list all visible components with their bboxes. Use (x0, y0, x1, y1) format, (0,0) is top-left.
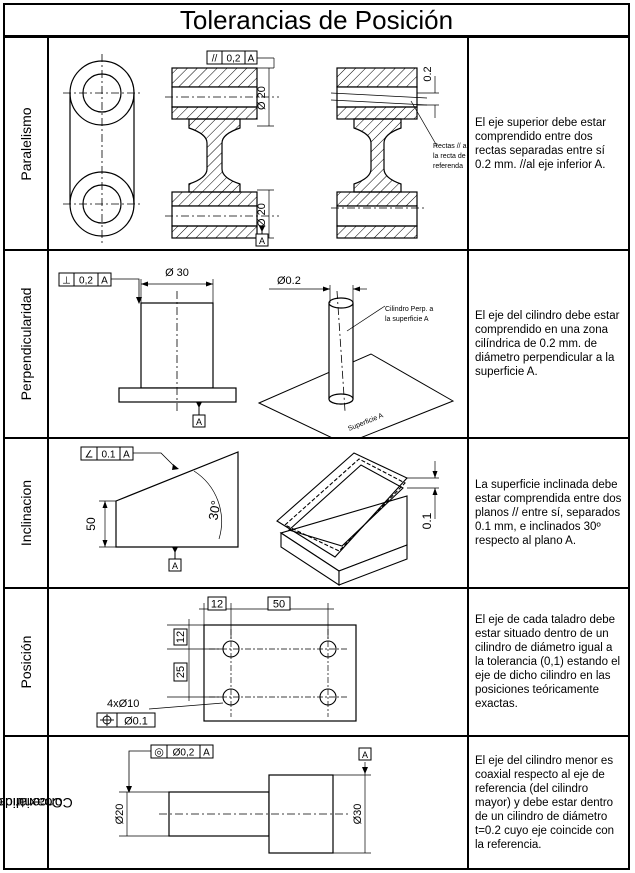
tolerance-frame (80, 446, 134, 461)
drawing-paralelismo: // 0,2 A Ø 20 Ø 20 A (49, 38, 469, 249)
row-description: La superficie inclinada debe estar compr… (475, 479, 622, 547)
datum-label: A (362, 750, 368, 760)
frame-symbol: ◎ (154, 747, 164, 759)
frame-value: Ø0.1 (124, 716, 148, 728)
section-view-2 (330, 67, 439, 239)
description-cell: El eje del cilindro debe estar comprendi… (469, 251, 628, 437)
frame-value: Ø0,2 (173, 748, 195, 759)
dim-diameter: Ø 30 (165, 267, 189, 279)
row-description: El eje superior debe estar comprendido e… (475, 116, 607, 171)
row-label-cell: ConcentricidadCoaxialidad (0, 737, 73, 868)
frame-datum: A (123, 450, 130, 461)
frame-value: 0.1 (102, 450, 116, 461)
zone-dim: 0.2 (422, 66, 434, 81)
row-label-cell: Paralelismo (5, 38, 49, 249)
drawing-concentricidad: ◎ Ø0,2 A Ø20 (49, 737, 469, 868)
tolerance-table: Paralelismo (0, 36, 630, 870)
dim-zone: 0.1 (420, 512, 434, 529)
row-posicion: Posición (5, 587, 628, 735)
row-label: Perpendicularidad (18, 287, 34, 401)
tolerance-frame (58, 272, 112, 287)
row-label-cell: Posición (5, 589, 49, 735)
row-paralelismo: Paralelismo (5, 38, 628, 249)
datum-label: A (259, 236, 265, 246)
note-line-2: la superficie A (385, 316, 429, 323)
note-line-3: referenda (433, 163, 463, 170)
dim-y-pitch: 25 (175, 666, 187, 678)
frame-datum: A (203, 748, 210, 759)
frame-symbol: // (212, 54, 218, 65)
tolerance-frame (150, 744, 214, 759)
note-line-1: Cilindro Perp. a (385, 306, 433, 313)
row-label: Inclinacion (18, 479, 34, 547)
row-description: El eje del cilindro debe estar comprendi… (475, 310, 620, 378)
row-description: El eje del cilindro menor es coaxial res… (475, 754, 615, 851)
row-inclinacion: Inclinacion ∠ 0.1 A (5, 437, 628, 587)
position-icon (100, 714, 114, 726)
note-line-2: la recta de (433, 153, 466, 160)
description-cell: La superficie inclinada debe estar compr… (469, 439, 628, 587)
frame-datum: A (101, 276, 108, 287)
section-view-1 (165, 57, 279, 239)
datum-label: A (172, 561, 178, 571)
description-cell: El eje del cilindro menor es coaxial res… (469, 737, 628, 868)
frame-datum: A (248, 54, 255, 65)
row-label-cell: Perpendicularidad (5, 251, 49, 437)
description-cell: El eje de cada taladro debe estar situad… (469, 589, 628, 735)
dim-height: 50 (84, 517, 98, 531)
dim-d-top: Ø 20 (256, 86, 268, 110)
frame-symbol: ⊥ (62, 276, 71, 287)
dim-large-d: Ø30 (352, 804, 364, 825)
dim-x-pitch: 50 (273, 599, 285, 611)
holes-callout: 4xØ10 (107, 698, 139, 710)
description-cell: El eje superior debe estar comprendido e… (469, 38, 628, 249)
datum-label: A (196, 417, 202, 427)
dim-y-offset: 12 (175, 631, 187, 643)
dim-angle: 30° (205, 499, 223, 521)
page-title: Tolerancias de Posición (3, 3, 630, 37)
frame-symbol: ∠ (85, 450, 94, 461)
row-label: Paralelismo (18, 106, 34, 181)
drawing-inclinacion: ∠ 0.1 A 50 30° A (49, 439, 469, 587)
row-perpendicularidad: Perpendicularidad ⊥ 0,2 A (5, 249, 628, 439)
dim-d-bottom: Ø 20 (256, 203, 268, 227)
row-label: Posición (18, 635, 34, 689)
row-concentricidad: ConcentricidadCoaxialidad ◎ Ø0,2 A (0, 735, 628, 868)
row-description: El eje de cada taladro debe estar situad… (475, 614, 621, 710)
drawing-perpendicularidad: ⊥ 0,2 A Ø 30 (49, 251, 469, 439)
dim-zone: Ø0.2 (277, 275, 301, 287)
side-view (63, 54, 141, 243)
row-label-cell: Inclinacion (5, 439, 49, 587)
drawing-posicion: 12 50 12 25 4xØ10 (49, 589, 469, 735)
note-line-1: Rectas // a (433, 143, 467, 150)
tolerance-frame (206, 50, 258, 65)
frame-value: 0,2 (79, 276, 93, 287)
dim-x-offset: 12 (211, 599, 223, 611)
dim-small-d: Ø20 (114, 804, 126, 825)
frame-value: 0,2 (227, 54, 241, 65)
